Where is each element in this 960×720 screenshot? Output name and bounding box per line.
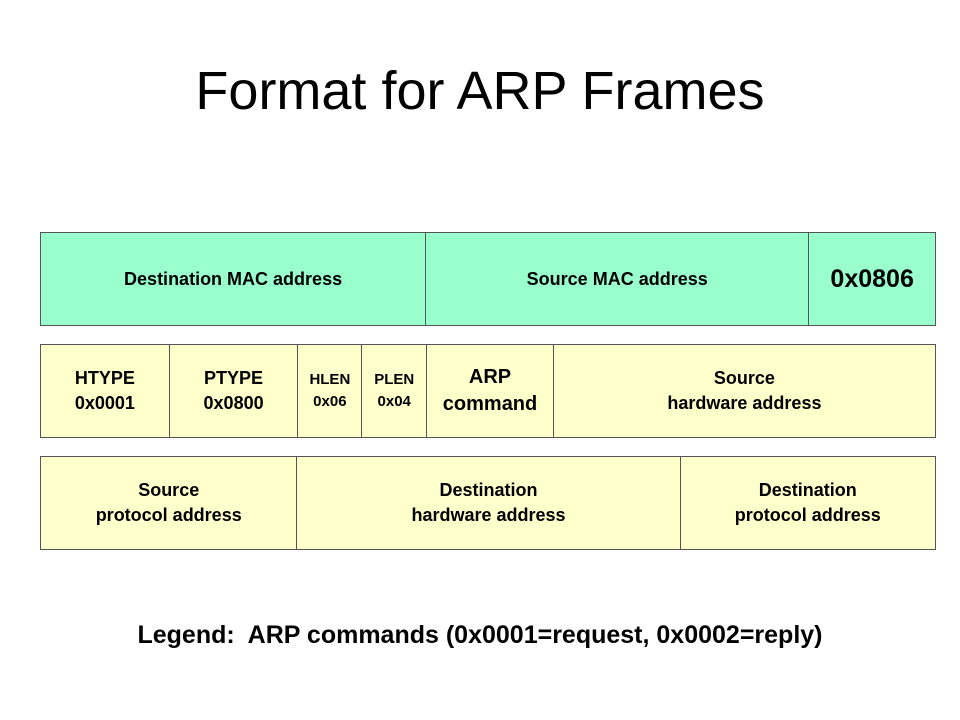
- slide-title: Format for ARP Frames: [195, 61, 765, 121]
- source-hardware-address-field: Source hardware address: [552, 345, 935, 437]
- plen-field: PLEN 0x04: [361, 345, 426, 437]
- ethertype-field: 0x0806: [808, 233, 935, 325]
- destination-mac-field: Destination MAC address: [124, 268, 343, 289]
- arp-header-row: HTYPE 0x0001 PTYPE 0x0800 HLEN 0x06 PLEN…: [40, 344, 936, 438]
- htype-field: HTYPE 0x0001: [74, 368, 135, 413]
- destination-hardware-address-field: Destination hardware address: [296, 457, 679, 549]
- destination-protocol-address-field: Destination protocol address: [679, 457, 935, 549]
- source-mac-field: Source MAC address: [425, 233, 808, 325]
- arp-address-row: Source protocol address Destination hard…: [40, 456, 936, 550]
- ethernet-header-row: Destination MAC address Source MAC addre…: [40, 232, 936, 326]
- source-protocol-address-field: Source protocol address: [95, 480, 242, 525]
- legend-text: Legend: ARP commands (0x0001=request, 0x…: [137, 621, 823, 649]
- arp-command-field: ARP command: [426, 345, 553, 437]
- hlen-field: HLEN 0x06: [297, 345, 361, 437]
- ptype-field: PTYPE 0x0800: [168, 345, 298, 437]
